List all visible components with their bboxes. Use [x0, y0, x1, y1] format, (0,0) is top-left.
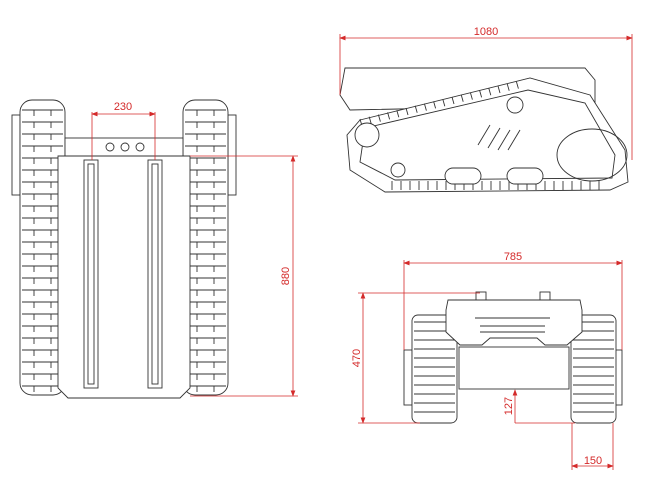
- left-side-plate: [11, 114, 21, 196]
- tread-line: [488, 88, 492, 96]
- tread-line: [377, 114, 381, 122]
- top-view: [11, 99, 237, 399]
- track-inner: [359, 89, 616, 181]
- tread-line: [479, 90, 483, 98]
- mount-bracket: [539, 291, 551, 301]
- connector-icon: [135, 142, 145, 152]
- dimension-label: 150: [584, 455, 602, 467]
- tread-line: [469, 92, 473, 100]
- dimension-880: 880: [190, 155, 298, 397]
- bogie: [444, 167, 482, 185]
- front-view: [403, 291, 623, 424]
- left-rail-inner: [87, 163, 95, 385]
- dimension-470: 470: [351, 292, 480, 424]
- left-rail: [83, 159, 99, 389]
- dimension-label: 1080: [474, 26, 498, 38]
- lower-body: [458, 346, 570, 390]
- dimension-label: 127: [503, 397, 515, 415]
- drive-sprocket: [506, 96, 524, 114]
- tread-line: [368, 116, 372, 124]
- dimension-label: 785: [504, 251, 522, 263]
- track-treads: [414, 321, 614, 413]
- dimension-785: 785: [403, 251, 623, 350]
- left-side-plate: [403, 349, 413, 406]
- tread-line: [423, 103, 427, 111]
- tread-line: [442, 99, 446, 107]
- tread-line: [497, 85, 501, 94]
- tread-line: [515, 81, 519, 89]
- tread-line: [414, 105, 418, 113]
- right-rail-inner: [151, 163, 159, 385]
- side-view: [339, 67, 629, 193]
- dimension-1080: 1080: [339, 26, 633, 160]
- tread-line: [387, 112, 391, 120]
- track-outline: [346, 77, 629, 193]
- connector-icon: [120, 142, 130, 152]
- tread-line: [405, 107, 409, 116]
- dimension-label: 230: [114, 101, 132, 113]
- road-wheel: [390, 162, 406, 178]
- track-treads: [22, 109, 226, 392]
- rear-track-loop: [556, 128, 628, 182]
- track-treads: [359, 81, 600, 190]
- dimension-127: 127: [503, 389, 575, 424]
- dimension-label: 880: [280, 267, 292, 285]
- right-side-plate: [227, 114, 237, 196]
- connector-icon: [105, 142, 115, 152]
- tread-line: [460, 94, 464, 102]
- upper-body: [445, 299, 583, 346]
- dimension-label: 470: [351, 349, 363, 367]
- tread-line: [506, 83, 510, 91]
- tread-line: [451, 96, 455, 105]
- body: [57, 155, 191, 399]
- vent-slots: [477, 124, 521, 151]
- bogie: [506, 167, 544, 185]
- front-panel: [64, 137, 184, 157]
- dimension-230: 230: [91, 101, 156, 160]
- right-track: [570, 314, 617, 424]
- tread-line: [433, 101, 437, 109]
- dimension-150: 150: [571, 423, 614, 470]
- tread-line: [396, 110, 400, 118]
- left-track: [411, 314, 458, 424]
- idler-wheel: [354, 122, 380, 148]
- mount-bracket: [475, 291, 487, 301]
